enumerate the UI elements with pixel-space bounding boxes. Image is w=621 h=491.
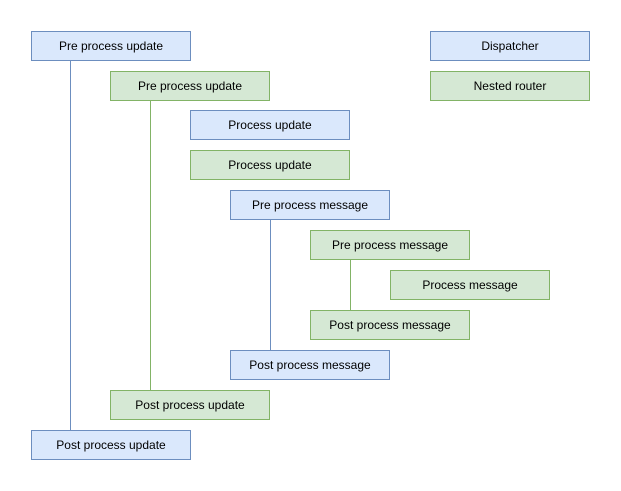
node-pre-process-message-dispatcher: Pre process message <box>230 190 390 220</box>
legend-item-nested-router: Nested router <box>430 71 590 101</box>
connector-router-update-line <box>150 101 151 390</box>
node-process-update-router: Process update <box>190 150 350 180</box>
node-post-process-update-dispatcher: Post process update <box>31 430 191 460</box>
node-pre-process-update-router: Pre process update <box>110 71 270 101</box>
node-process-message-router: Process message <box>390 270 550 300</box>
legend-item-dispatcher: Dispatcher <box>430 31 590 61</box>
node-pre-process-update-dispatcher: Pre process update <box>31 31 191 61</box>
connector-dispatcher-message-line <box>270 220 271 350</box>
node-post-process-update-router: Post process update <box>110 390 270 420</box>
node-pre-process-message-router: Pre process message <box>310 230 470 260</box>
connector-dispatcher-update-line <box>70 61 71 430</box>
node-post-process-message-dispatcher: Post process message <box>230 350 390 380</box>
connector-router-message-line <box>350 260 351 310</box>
node-process-update-dispatcher: Process update <box>190 110 350 140</box>
node-post-process-message-router: Post process message <box>310 310 470 340</box>
